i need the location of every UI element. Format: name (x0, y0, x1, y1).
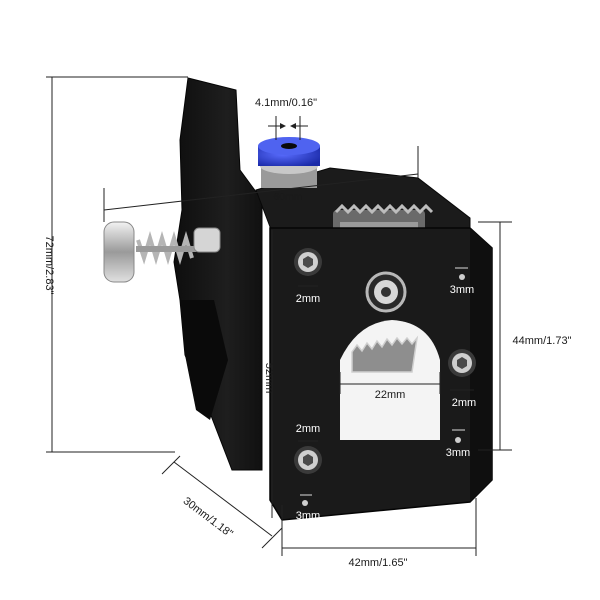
hole-bl-label: 2mm (296, 423, 320, 435)
gap-bl-label: 3mm (296, 510, 320, 522)
dimension-lines (46, 76, 512, 556)
screw-bottom-left (294, 446, 322, 474)
thumb-screw-knob (103, 221, 135, 283)
lever-foot (180, 300, 228, 420)
drive-gear-center (351, 335, 419, 373)
hole-right-label: 2mm (452, 397, 476, 409)
lever-arm (173, 77, 263, 471)
gap-tr-label: 3mm (450, 284, 474, 296)
span-60-label: 60mm (273, 191, 302, 203)
extruder-body (173, 77, 493, 521)
idler-bearing (365, 271, 407, 313)
width-label: 42mm/1.65" (349, 557, 408, 569)
push-fit-label: 4.1mm/0.16" (255, 97, 317, 109)
plate-height-label: 52mm (263, 363, 275, 394)
screw-right (448, 349, 476, 377)
hole-bottom-right (455, 437, 461, 443)
center-hole-label: 22mm (375, 389, 406, 401)
hole-top-right (459, 274, 465, 280)
total-height-label: 72mm/2.83" (43, 236, 55, 295)
small-gap-markers (300, 267, 468, 496)
gap-br-label: 3mm (446, 447, 470, 459)
tension-screw (103, 221, 221, 283)
right-height-label: 44mm/1.73" (513, 335, 572, 347)
hole-tl-label: 2mm (296, 293, 320, 305)
screw-top-left (294, 248, 322, 276)
push-fitting (258, 137, 320, 188)
hole-bottom-left (302, 500, 308, 506)
spring-washer (193, 227, 221, 253)
center-opening (340, 320, 440, 440)
